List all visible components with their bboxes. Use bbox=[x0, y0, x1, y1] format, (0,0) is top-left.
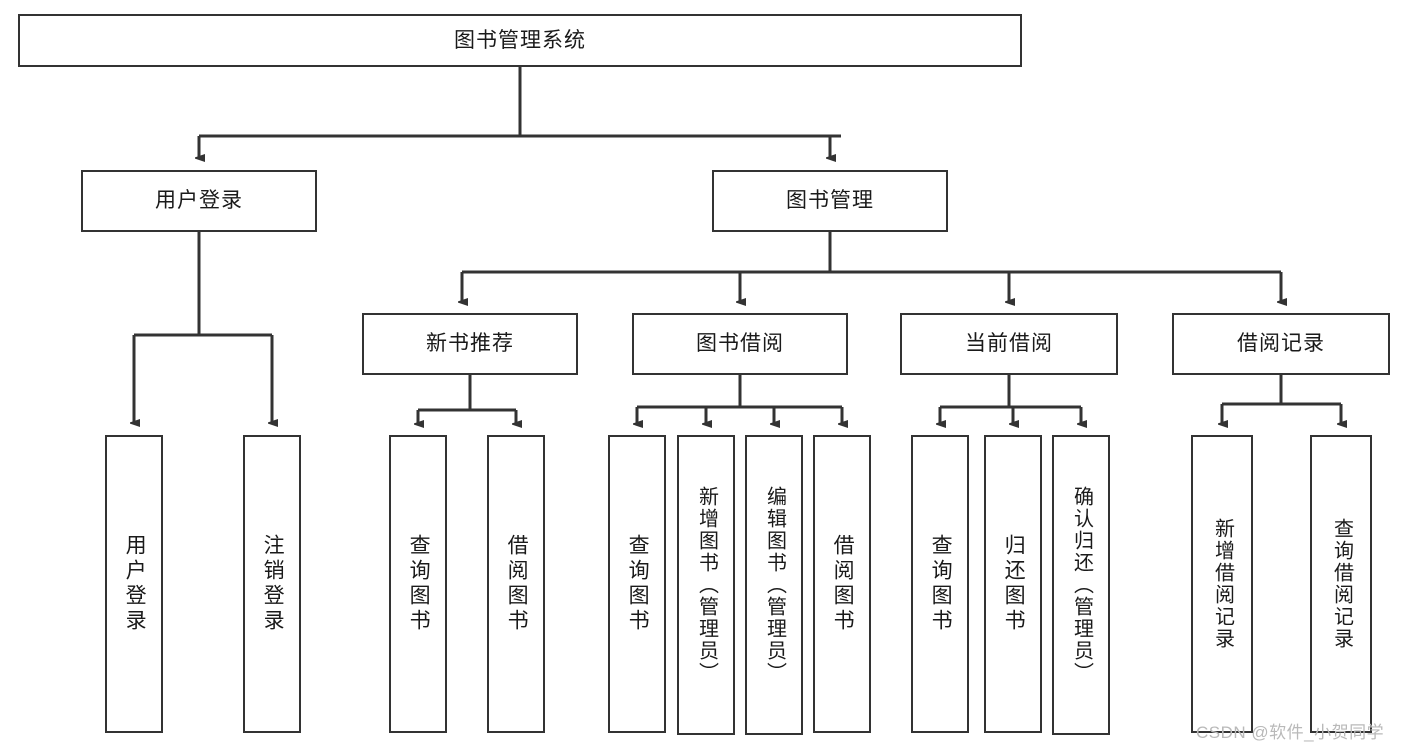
leaf-node[interactable]: 借阅图书 bbox=[487, 435, 545, 733]
node-book-management[interactable]: 图书管理 bbox=[712, 170, 948, 232]
leaf-node[interactable]: 查询借阅记录 bbox=[1310, 435, 1372, 733]
node-new-book-recommend[interactable]: 新书推荐 bbox=[362, 313, 578, 375]
leaf-node[interactable]: 注销登录 bbox=[243, 435, 301, 733]
leaf-node[interactable]: 查询图书 bbox=[389, 435, 447, 733]
node-current-borrow[interactable]: 当前借阅 bbox=[900, 313, 1118, 375]
node-book-borrow[interactable]: 图书借阅 bbox=[632, 313, 848, 375]
leaf-node[interactable]: 确认归还（管理员） bbox=[1052, 435, 1110, 735]
leaf-node[interactable]: 归还图书 bbox=[984, 435, 1042, 733]
leaf-node[interactable]: 新增图书（管理员） bbox=[677, 435, 735, 735]
leaf-node[interactable]: 新增借阅记录 bbox=[1191, 435, 1253, 733]
leaf-node[interactable]: 查询图书 bbox=[911, 435, 969, 733]
leaf-node[interactable]: 用户登录 bbox=[105, 435, 163, 733]
csdn-watermark: CSDN @软件_小贺同学 bbox=[1196, 723, 1385, 742]
leaf-node[interactable]: 借阅图书 bbox=[813, 435, 871, 733]
leaf-node[interactable]: 编辑图书（管理员） bbox=[745, 435, 803, 735]
node-root[interactable]: 图书管理系统 bbox=[18, 14, 1022, 67]
leaf-node[interactable]: 查询图书 bbox=[608, 435, 666, 733]
node-user-login[interactable]: 用户登录 bbox=[81, 170, 317, 232]
node-borrow-record[interactable]: 借阅记录 bbox=[1172, 313, 1390, 375]
